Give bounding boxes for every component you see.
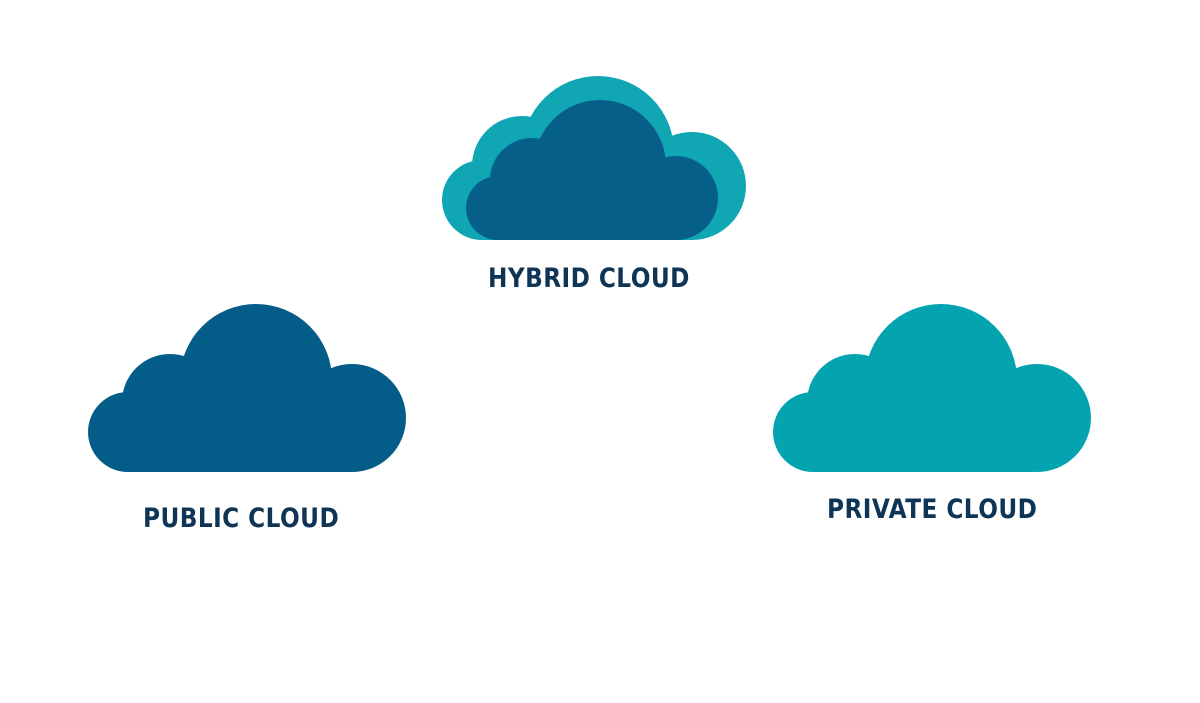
public-cloud-label: PUBLIC CLOUD (143, 503, 340, 534)
private-cloud-label: PRIVATE CLOUD (827, 494, 1038, 525)
hybrid-cloud-icon (442, 76, 746, 240)
public-cloud-icon (88, 304, 406, 472)
private-cloud-icon (773, 304, 1091, 472)
hybrid-cloud-label: HYBRID CLOUD (488, 263, 690, 294)
